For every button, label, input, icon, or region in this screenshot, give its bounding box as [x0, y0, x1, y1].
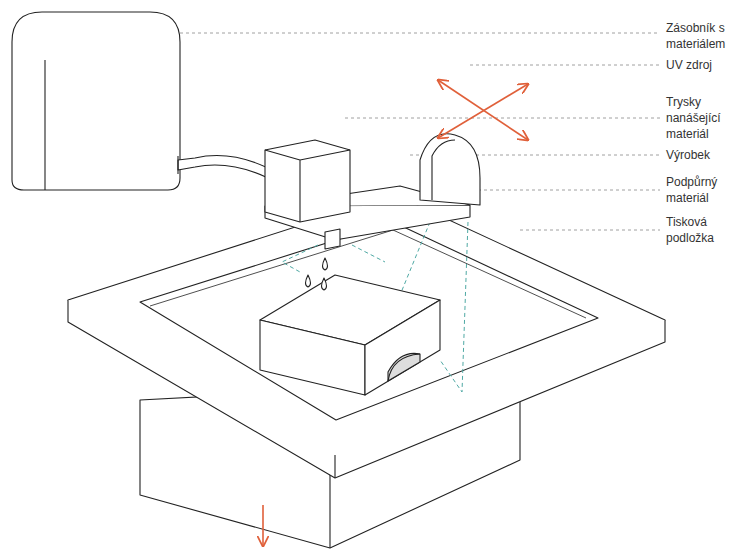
- support-label: Podpůrný materiál: [665, 174, 747, 206]
- print-head: [265, 140, 350, 222]
- material-tank: [12, 12, 180, 190]
- product-label: Výrobek: [665, 147, 747, 163]
- nozzles: [325, 229, 340, 249]
- nozzle-label: Trysky nanášející materiál: [665, 94, 747, 142]
- support-material: [388, 353, 420, 381]
- uv-source: [420, 134, 480, 205]
- tank-label: Zásobník s materiálem: [665, 20, 747, 52]
- platform-label: Tisková podložka: [665, 214, 747, 246]
- movement-arrows: [263, 80, 528, 546]
- uv-label: UV zdroj: [665, 57, 747, 73]
- droplets: [306, 258, 328, 290]
- platform-opening: [140, 222, 598, 420]
- feed-tube: [178, 156, 268, 178]
- leader-lines: [180, 33, 660, 230]
